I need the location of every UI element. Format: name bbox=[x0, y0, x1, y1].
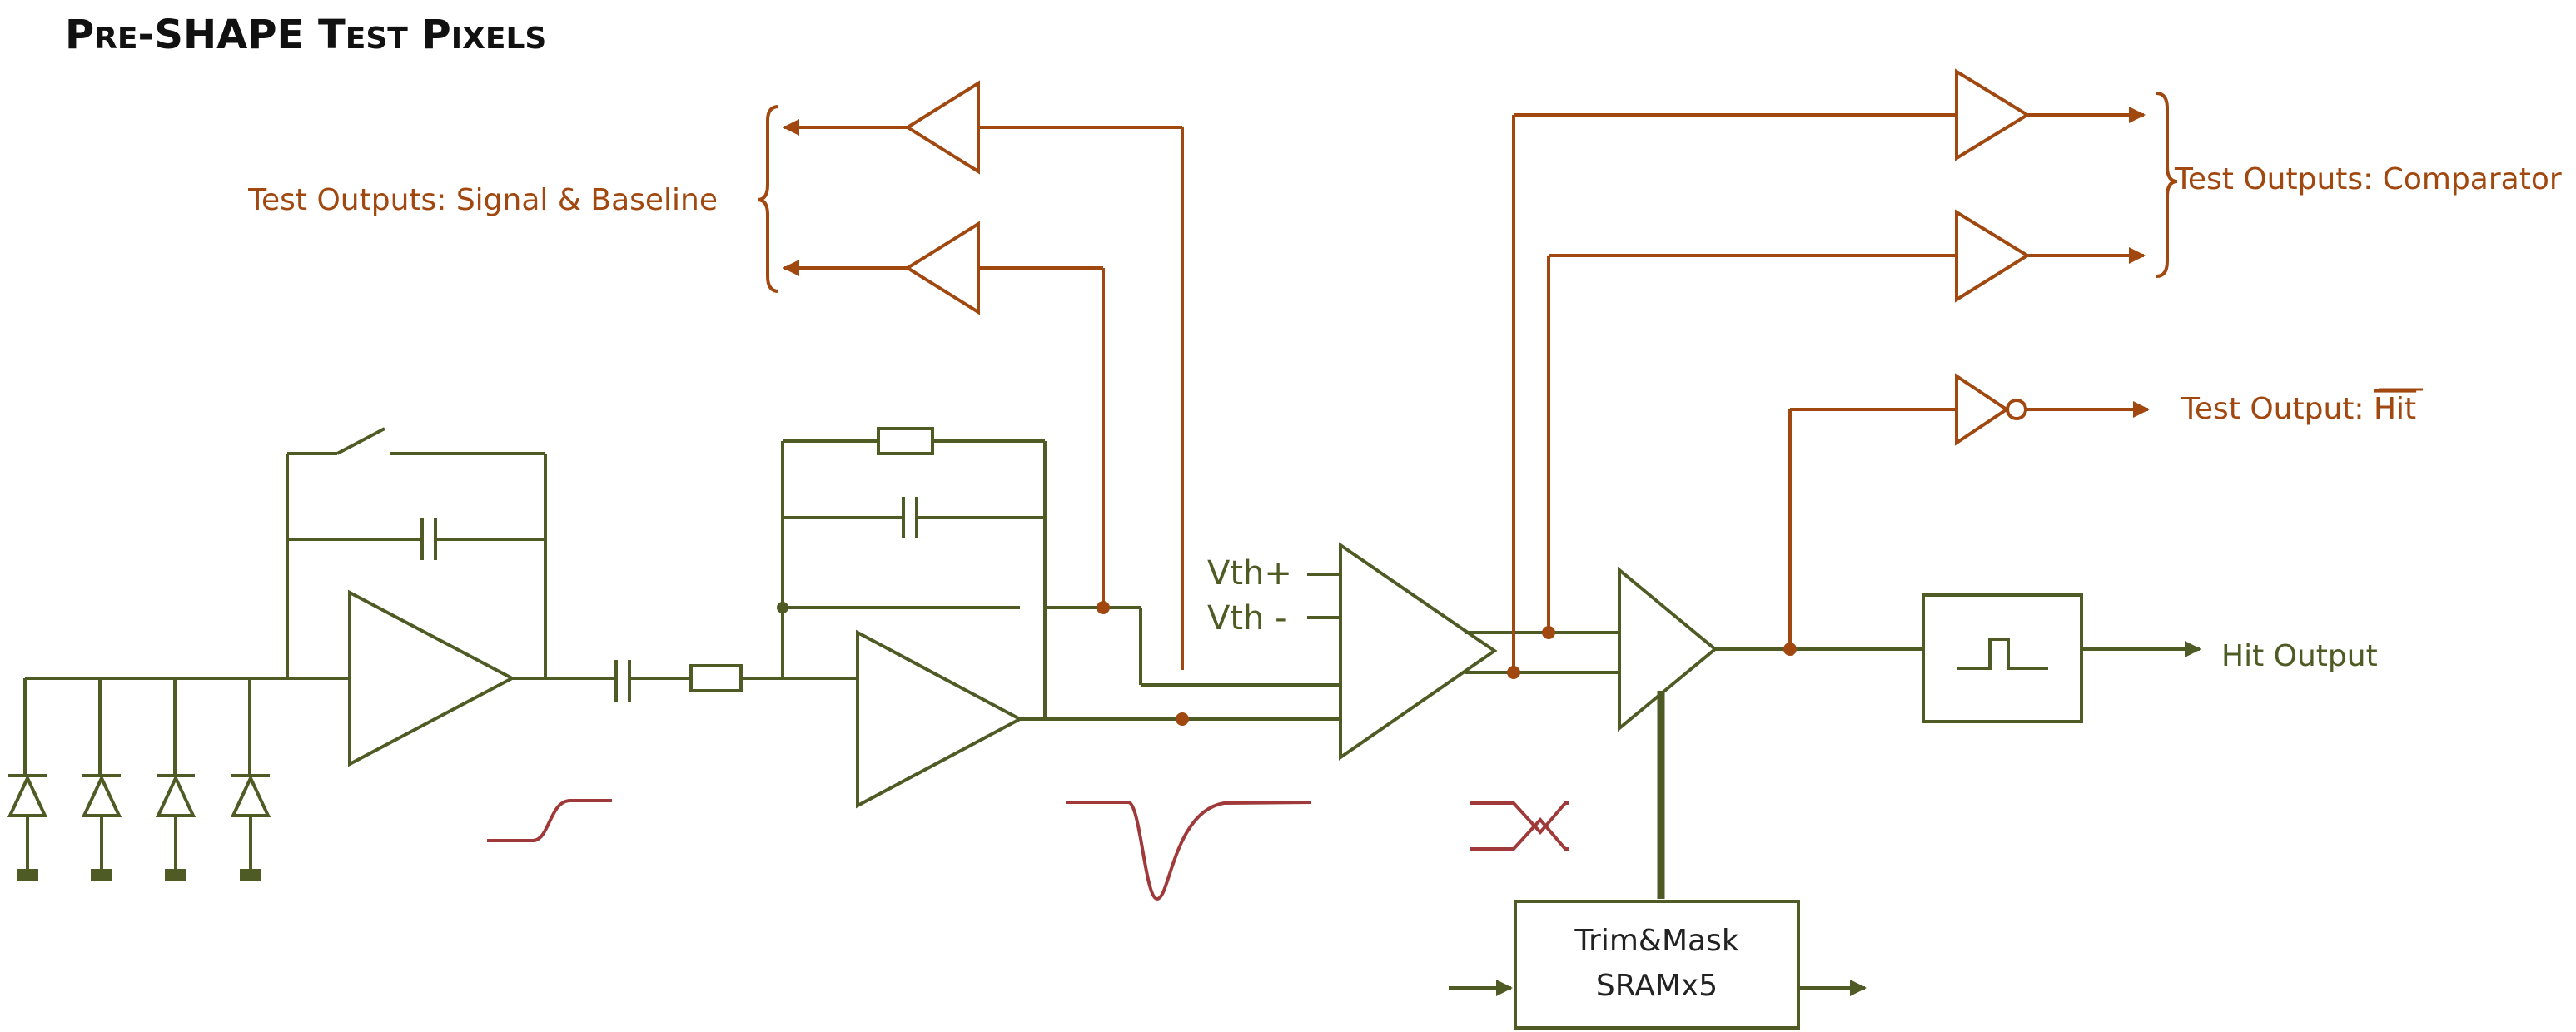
comparator-test-buffer-2 bbox=[1547, 209, 2146, 633]
photodiode-array bbox=[7, 677, 287, 881]
discriminator-crossing-waveform bbox=[1470, 801, 1569, 851]
shaper-feedback-resistor bbox=[783, 427, 1045, 455]
discriminator-triangle bbox=[1339, 542, 1498, 761]
photodiode-2 bbox=[81, 774, 122, 881]
photodiode-4 bbox=[230, 774, 271, 881]
coupling-resistor bbox=[689, 664, 743, 692]
hit-inverter-buffer bbox=[1788, 373, 2150, 649]
coupling-network bbox=[614, 660, 858, 702]
preamp-triangle bbox=[348, 589, 516, 767]
signal-test-buffer bbox=[783, 221, 1105, 608]
signal-baseline-brace bbox=[757, 105, 779, 293]
comparator-test-buffer-1 bbox=[1512, 68, 2146, 672]
latch-comparator bbox=[1618, 566, 1923, 899]
junction-dots bbox=[1097, 601, 1797, 726]
diagram-title: PRE-SHAPE TEST PIXELS bbox=[65, 12, 546, 58]
comparator-outputs-label: Test Outputs: Comparator bbox=[2174, 162, 2562, 196]
signal-baseline-outputs-label: Test Outputs: Signal & Baseline bbox=[247, 183, 718, 217]
monostable-block bbox=[1922, 593, 2201, 723]
preamplifier bbox=[286, 427, 616, 767]
comparator-brace bbox=[2156, 92, 2178, 278]
test-output-network bbox=[757, 68, 2178, 726]
shaper-triangle bbox=[856, 629, 1024, 809]
waveform-sketches bbox=[487, 799, 1569, 901]
vth-minus-label: Vth - bbox=[1207, 599, 1287, 638]
preamp-step-waveform bbox=[487, 799, 612, 842]
photodiode-3 bbox=[155, 774, 196, 881]
baseline-path bbox=[1139, 608, 1340, 687]
discriminator bbox=[1307, 542, 1619, 761]
feedback-capacitor bbox=[287, 518, 545, 560]
photodiode-1 bbox=[7, 774, 48, 881]
vth-plus-label: Vth+ bbox=[1207, 554, 1292, 593]
trim-mask-sram-block bbox=[1449, 900, 1867, 1030]
latch-triangle bbox=[1618, 566, 1718, 732]
reset-switch bbox=[287, 427, 545, 455]
baseline-test-buffer bbox=[783, 80, 1184, 670]
hit-bar-output-label: Test Output: Hit bbox=[2181, 392, 2416, 426]
hit-output-label: Hit Output bbox=[2221, 639, 2378, 673]
shaper-pulse-waveform bbox=[1066, 801, 1312, 901]
shaper bbox=[777, 427, 1340, 809]
trim-mask-label-line2: SRAMx5 bbox=[1596, 969, 1718, 1003]
trim-mask-label-line1: Trim&Mask bbox=[1574, 924, 1739, 958]
shaper-feedback-capacitor bbox=[783, 497, 1045, 538]
